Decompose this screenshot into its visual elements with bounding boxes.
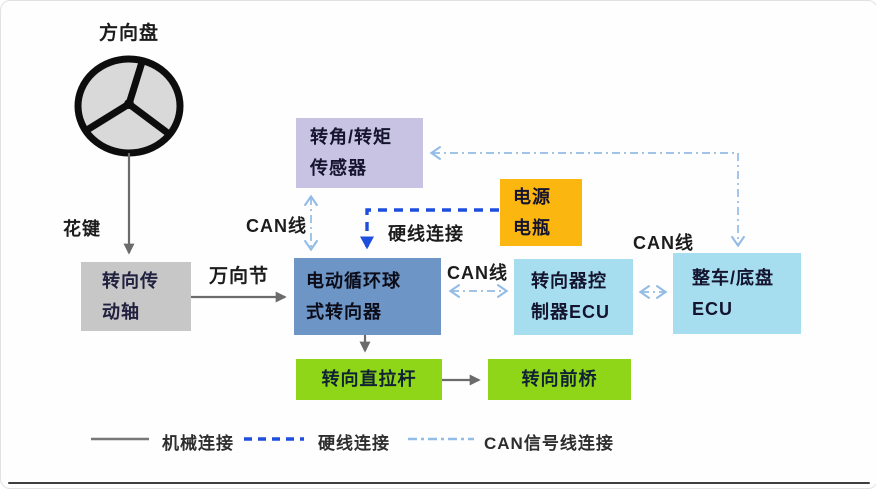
bottom-border xyxy=(8,482,870,484)
node-text: 传感器 xyxy=(310,158,367,178)
hardwire-connector-battery-to-gear xyxy=(360,208,499,250)
legend-hardwire-label: 硬线连接 xyxy=(318,434,390,453)
node-text: 转向传 xyxy=(102,270,159,291)
node-text: 转向器控 xyxy=(531,271,607,291)
spline-edge-label: 花键 xyxy=(63,219,101,239)
node-electric-recirculating-ball-gear: 电动循环球 式转向器 xyxy=(294,258,441,335)
node-text: 转向直拉杆 xyxy=(321,369,417,389)
node-steering-drag-link: 转向直拉杆 xyxy=(296,359,442,400)
node-power-battery: 电源 电瓶 xyxy=(500,179,582,246)
steering-wheel-label: 方向盘 xyxy=(99,23,160,44)
node-steering-front-axle: 转向前桥 xyxy=(488,359,631,400)
node-vehicle-chassis-ecu: 整车/底盘 ECU xyxy=(673,253,801,334)
node-angle-torque-sensor: 转角/转矩 传感器 xyxy=(296,118,423,188)
node-steering-controller-ecu: 转向器控 制器ECU xyxy=(514,259,633,335)
universal-joint-edge-label: 万向节 xyxy=(209,266,270,287)
node-text: 电源 xyxy=(513,186,551,207)
legend-mechanical-label: 机械连接 xyxy=(162,434,234,453)
node-text: 式转向器 xyxy=(306,301,382,322)
node-text: 转向前桥 xyxy=(521,369,598,389)
hardwire-edge-label: 硬线连接 xyxy=(388,224,464,244)
node-text: 整车/底盘 xyxy=(692,267,775,288)
node-text: 制器ECU xyxy=(531,302,611,322)
can-connector-sensor-vehicle xyxy=(432,153,738,245)
legend-can-label: CAN信号线连接 xyxy=(484,434,614,453)
node-text: 电瓶 xyxy=(513,217,551,238)
node-text: 动轴 xyxy=(102,301,140,322)
steering-wheel-icon xyxy=(74,55,184,157)
node-text: 转角/转矩 xyxy=(310,127,393,147)
can-label-vehicle: CAN线 xyxy=(633,233,694,253)
can-label-sensor: CAN线 xyxy=(246,216,307,236)
can-label-gear-ecu: CAN线 xyxy=(447,263,508,283)
node-text: 电动循环球 xyxy=(306,270,401,291)
node-text: ECU xyxy=(692,298,734,319)
node-steering-shaft: 转向传 动轴 xyxy=(81,262,191,331)
